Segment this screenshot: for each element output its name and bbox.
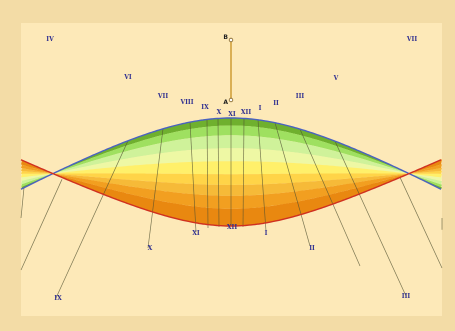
hour-line — [274, 122, 311, 247]
declination-bands — [21, 118, 442, 226]
gnomon-top-label: B — [223, 34, 228, 41]
hour-numeral: VI — [123, 74, 132, 81]
hour-numeral: II — [309, 245, 315, 252]
hour-line — [334, 141, 407, 297]
winter-solstice-curve — [20, 117, 442, 190]
declination-band — [21, 164, 442, 209]
hour-line — [55, 140, 129, 299]
gnomon: B A — [223, 34, 234, 106]
declination-band — [21, 148, 442, 181]
hour-numeral: IV — [46, 36, 54, 43]
hour-numeral: VII — [406, 36, 417, 43]
hour-line — [20, 179, 63, 271]
hour-line — [242, 118, 245, 228]
declination-band — [21, 159, 442, 226]
declination-band — [21, 135, 442, 185]
hour-numeral: I — [265, 230, 268, 237]
summer-solstice-curve — [20, 159, 442, 227]
hour-lines — [20, 118, 443, 299]
hour-line — [399, 177, 443, 269]
hour-numeral: X — [217, 109, 222, 116]
hour-numeral: V — [333, 75, 339, 82]
gnomon-foot-point — [228, 97, 234, 103]
gnomon-foot-label: A — [223, 99, 228, 106]
hour-numeral: III — [296, 93, 305, 100]
hour-line — [147, 128, 164, 249]
declination-band — [21, 170, 442, 185]
hour-numeral: III — [402, 293, 411, 300]
declination-band — [21, 125, 442, 188]
hour-line — [299, 128, 361, 267]
hour-line — [206, 119, 209, 229]
hour-numeral: IX — [54, 295, 62, 302]
hour-numeral: XI — [192, 230, 200, 237]
declination-band — [21, 167, 442, 196]
gnomon-top-point — [228, 37, 234, 43]
hour-numeral: IX — [201, 104, 209, 111]
hour-numeral: XII — [241, 109, 251, 116]
hour-numeral: VIII — [179, 99, 193, 106]
hour-numeral: II — [273, 100, 279, 107]
hour-numeral: XII — [227, 224, 237, 231]
hour-line — [20, 187, 25, 219]
hour-numeral: VII — [157, 93, 168, 100]
hour-numeral: XI — [228, 111, 236, 118]
hour-line — [189, 122, 197, 233]
hour-line — [257, 119, 267, 232]
declination-band — [21, 161, 442, 178]
hour-numeral: I — [259, 105, 262, 112]
hour-numeral: X — [148, 245, 153, 252]
hour-line — [217, 118, 220, 228]
